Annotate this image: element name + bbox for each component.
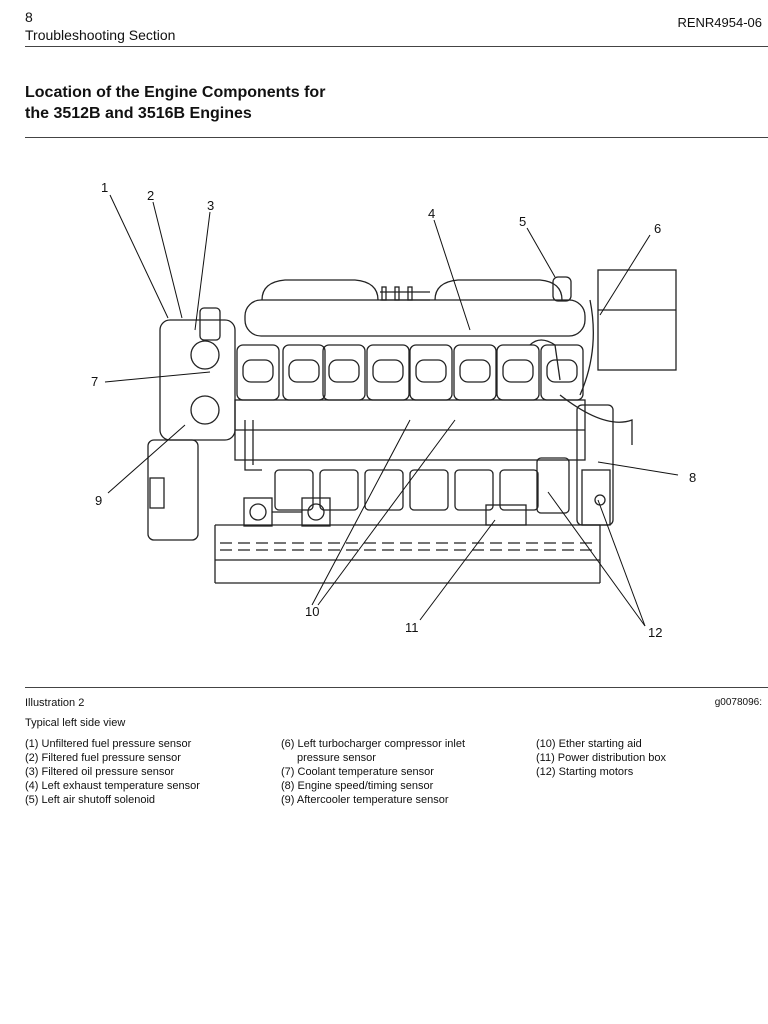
rocker-cover-right [434,279,563,301]
legend-item: (11) Power distribution box [536,752,667,764]
legend-item: (10) Ether starting aid [536,738,642,750]
illustration-rule [25,687,768,688]
page-title: Location of the Engine Components for th… [25,82,325,124]
callout-10: 10 [305,604,319,619]
rocker-cover-left [261,279,379,301]
electrical-box [597,269,677,371]
front-housing [159,319,236,441]
legend-item: (4) Left exhaust temperature sensor [25,780,200,792]
ether-canister [552,276,572,302]
page-title-line-2: the 3512B and 3516B Engines [25,105,252,122]
exhaust-manifold [244,299,586,337]
legend-item: (6) Left turbocharger compressor inlet [281,738,466,750]
section-title: Troubleshooting Section [25,27,176,43]
legend-item-continuation: pressure sensor [297,752,376,764]
callout-1: 1 [101,180,108,195]
legend-item: (2) Filtered fuel pressure sensor [25,752,181,764]
legend-item: (3) Filtered oil pressure sensor [25,766,175,778]
starting-motor [536,457,570,514]
engine-diagram: 1 2 3 4 5 6 7 8 9 10 11 12 [91,180,696,640]
callout-labels: 1 2 3 4 5 6 7 8 9 10 11 12 [91,180,696,640]
callout-2: 2 [147,188,154,203]
callout-5: 5 [519,214,526,229]
header-rule [25,46,768,47]
callout-3: 3 [207,198,214,213]
callout-4: 4 [428,206,435,221]
legend-item: (1) Unfiltered fuel pressure sensor [25,738,192,750]
legend-column-3: (10) Ether starting aid (11) Power distr… [536,737,666,779]
page-number: 8 [25,9,33,25]
cylinder-heads [236,344,584,401]
illustration-caption: Typical left side view [25,717,126,729]
callout-9: 9 [95,493,102,508]
title-rule [25,137,768,138]
coolant-pipe [244,420,262,471]
callout-8: 8 [689,470,696,485]
callout-12: 12 [648,625,662,640]
legend-item: (9) Aftercooler temperature sensor [281,794,449,806]
callout-11: 11 [405,620,419,635]
legend-item: (7) Coolant temperature sensor [281,766,434,778]
illustration-label: Illustration 2 [25,697,85,709]
illustration-id: g0078096: [714,697,762,708]
page-title-line-1: Location of the Engine Components for [25,84,326,101]
callout-7: 7 [91,374,98,389]
document-id: RENR4954-06 [677,15,762,30]
legend-column-2: (6) Left turbocharger compressor inlet p… [281,737,465,807]
legend-column-1: (1) Unfiltered fuel pressure sensor (2) … [25,737,200,807]
callout-6: 6 [654,221,661,236]
legend-item: (5) Left air shutoff solenoid [25,794,156,806]
legend-item: (8) Engine speed/timing sensor [281,780,434,792]
legend-item: (12) Starting motors [536,766,634,778]
power-distribution-box [485,504,527,526]
